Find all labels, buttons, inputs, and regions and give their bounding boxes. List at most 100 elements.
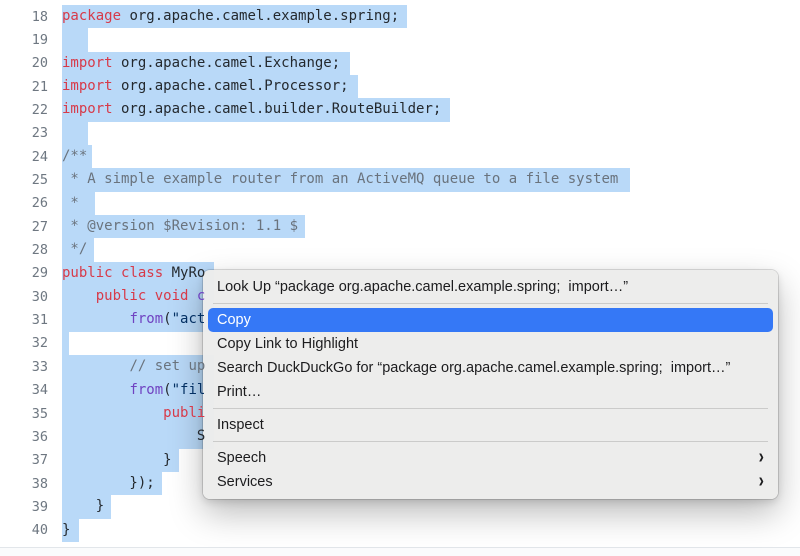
code-line-31: 31 from("act — [0, 308, 800, 332]
line-number: 35 — [31, 405, 48, 422]
menu-item-services[interactable]: Services› — [203, 470, 778, 494]
code-line-content: // set up — [62, 355, 800, 379]
menu-item-label: Copy Link to Highlight — [217, 336, 359, 352]
menu-item-copy-link-to-highlight[interactable]: Copy Link to Highlight — [203, 332, 778, 356]
code-line-23: 23 — [0, 121, 800, 146]
code-line-30: 30 public void c — [0, 285, 800, 309]
menu-item-copy[interactable]: Copy — [208, 308, 773, 332]
submenu-chevron-icon: › — [758, 446, 764, 468]
code-line-content: from("fil — [62, 378, 800, 402]
code-text: } — [62, 521, 71, 538]
line-number: 20 — [31, 55, 48, 72]
line-number: 31 — [31, 312, 48, 329]
code-line-content: * — [62, 191, 800, 216]
context-menu: Look Up “package org.apache.camel.exampl… — [203, 270, 778, 499]
text-selection-highlight — [62, 425, 214, 449]
line-number: 38 — [31, 475, 48, 492]
code-text: publi — [163, 404, 206, 421]
menu-separator — [213, 441, 768, 442]
line-number: 33 — [31, 358, 48, 375]
code-line-20: 20 import org.apache.camel.Exchange; — [0, 51, 800, 76]
code-line-content: package org.apache.camel.example.spring; — [62, 5, 800, 29]
code-line-29: 29 public class MyRo — [0, 261, 800, 286]
line-number: 24 — [31, 148, 48, 165]
line-number: 27 — [31, 218, 48, 235]
line-number: 23 — [31, 125, 48, 142]
text-selection-highlight — [62, 28, 88, 52]
text-selection-highlight — [62, 98, 450, 122]
code-line-content: }); — [62, 471, 800, 496]
code-line-40: 40} — [0, 518, 800, 542]
code-line-37: 37 } — [0, 448, 800, 472]
line-number: 25 — [31, 172, 48, 189]
code-block-bottom-border — [0, 547, 800, 556]
line-number: 29 — [31, 265, 48, 282]
text-selection-highlight — [62, 145, 92, 169]
code-line-28: 28 */ — [0, 238, 800, 262]
code-text: } — [62, 451, 172, 468]
code-line-33: 33 // set up — [0, 355, 800, 379]
code-line-content — [62, 28, 800, 52]
text-selection-highlight — [62, 285, 214, 309]
code-text: // set up — [129, 358, 206, 375]
text-selection-highlight — [62, 518, 79, 542]
text-selection-highlight — [62, 331, 69, 356]
code-line-36: 36 S — [0, 425, 800, 449]
text-selection-highlight — [62, 355, 214, 379]
code-line-content: public void c — [62, 285, 800, 309]
text-selection-highlight — [62, 401, 214, 426]
code-text: from("fil — [129, 381, 206, 398]
text-selection-highlight — [62, 75, 358, 99]
text-selection-highlight — [62, 121, 88, 146]
line-number: 39 — [31, 498, 48, 515]
text-selection-highlight — [62, 448, 179, 472]
code-line-content — [62, 121, 800, 146]
code-line-content: S — [62, 425, 800, 449]
text-selection-highlight — [62, 191, 95, 216]
code-text: public class MyRo — [62, 264, 206, 281]
line-number: 18 — [31, 8, 48, 25]
code-line-content: from("act — [62, 308, 800, 332]
code-text: package org.apache.camel.example.spring; — [62, 8, 400, 24]
text-selection-highlight — [62, 238, 94, 262]
code-text: public void c — [95, 288, 206, 305]
menu-separator — [213, 408, 768, 409]
line-number: 32 — [31, 335, 48, 352]
text-selection-highlight — [62, 495, 111, 519]
code-line-content: * A simple example router from an Active… — [62, 168, 800, 192]
code-line-content: import org.apache.camel.Exchange; — [62, 51, 800, 76]
code-line-35: 35 publi — [0, 401, 800, 426]
code-text: * A simple example router from an Active… — [62, 171, 619, 188]
code-text: import org.apache.camel.builder.RouteBui… — [62, 101, 442, 118]
code-line-21: 21 import org.apache.camel.Processor; — [0, 75, 800, 99]
text-selection-highlight — [62, 215, 305, 239]
code-line-39: 39 } — [0, 495, 800, 519]
code-text: } — [62, 498, 105, 515]
code-text: import org.apache.camel.Processor; — [62, 78, 349, 95]
code-text: from("act — [129, 311, 206, 328]
menu-item-speech[interactable]: Speech› — [203, 446, 778, 470]
code-line-25: 25 * A simple example router from an Act… — [0, 168, 800, 192]
code-line-content: /** — [62, 145, 800, 169]
line-number: 28 — [31, 242, 48, 259]
code-line-27: 27 * @version $Revision: 1.1 $ — [0, 215, 800, 239]
code-line-content: } — [62, 518, 800, 542]
code-line-content: * @version $Revision: 1.1 $ — [62, 215, 800, 239]
code-line-content: import org.apache.camel.builder.RouteBui… — [62, 98, 800, 122]
code-line-content: import org.apache.camel.Processor; — [62, 75, 800, 99]
code-line-18: 18 package org.apache.camel.example.sprin… — [0, 5, 800, 29]
code-text: * — [62, 194, 79, 211]
line-number: 34 — [31, 382, 48, 399]
code-line-content: } — [62, 448, 800, 472]
code-line-content: publi — [62, 401, 800, 426]
line-number: 21 — [31, 78, 48, 95]
code-text: import org.apache.camel.Exchange; — [62, 54, 341, 71]
line-number: 36 — [31, 428, 48, 445]
line-number: 37 — [31, 452, 48, 469]
code-line-content: } — [62, 495, 800, 519]
text-selection-highlight — [62, 308, 214, 332]
menu-separator — [213, 303, 768, 304]
code-lines: 18 package org.apache.camel.example.sprin… — [0, 5, 800, 542]
